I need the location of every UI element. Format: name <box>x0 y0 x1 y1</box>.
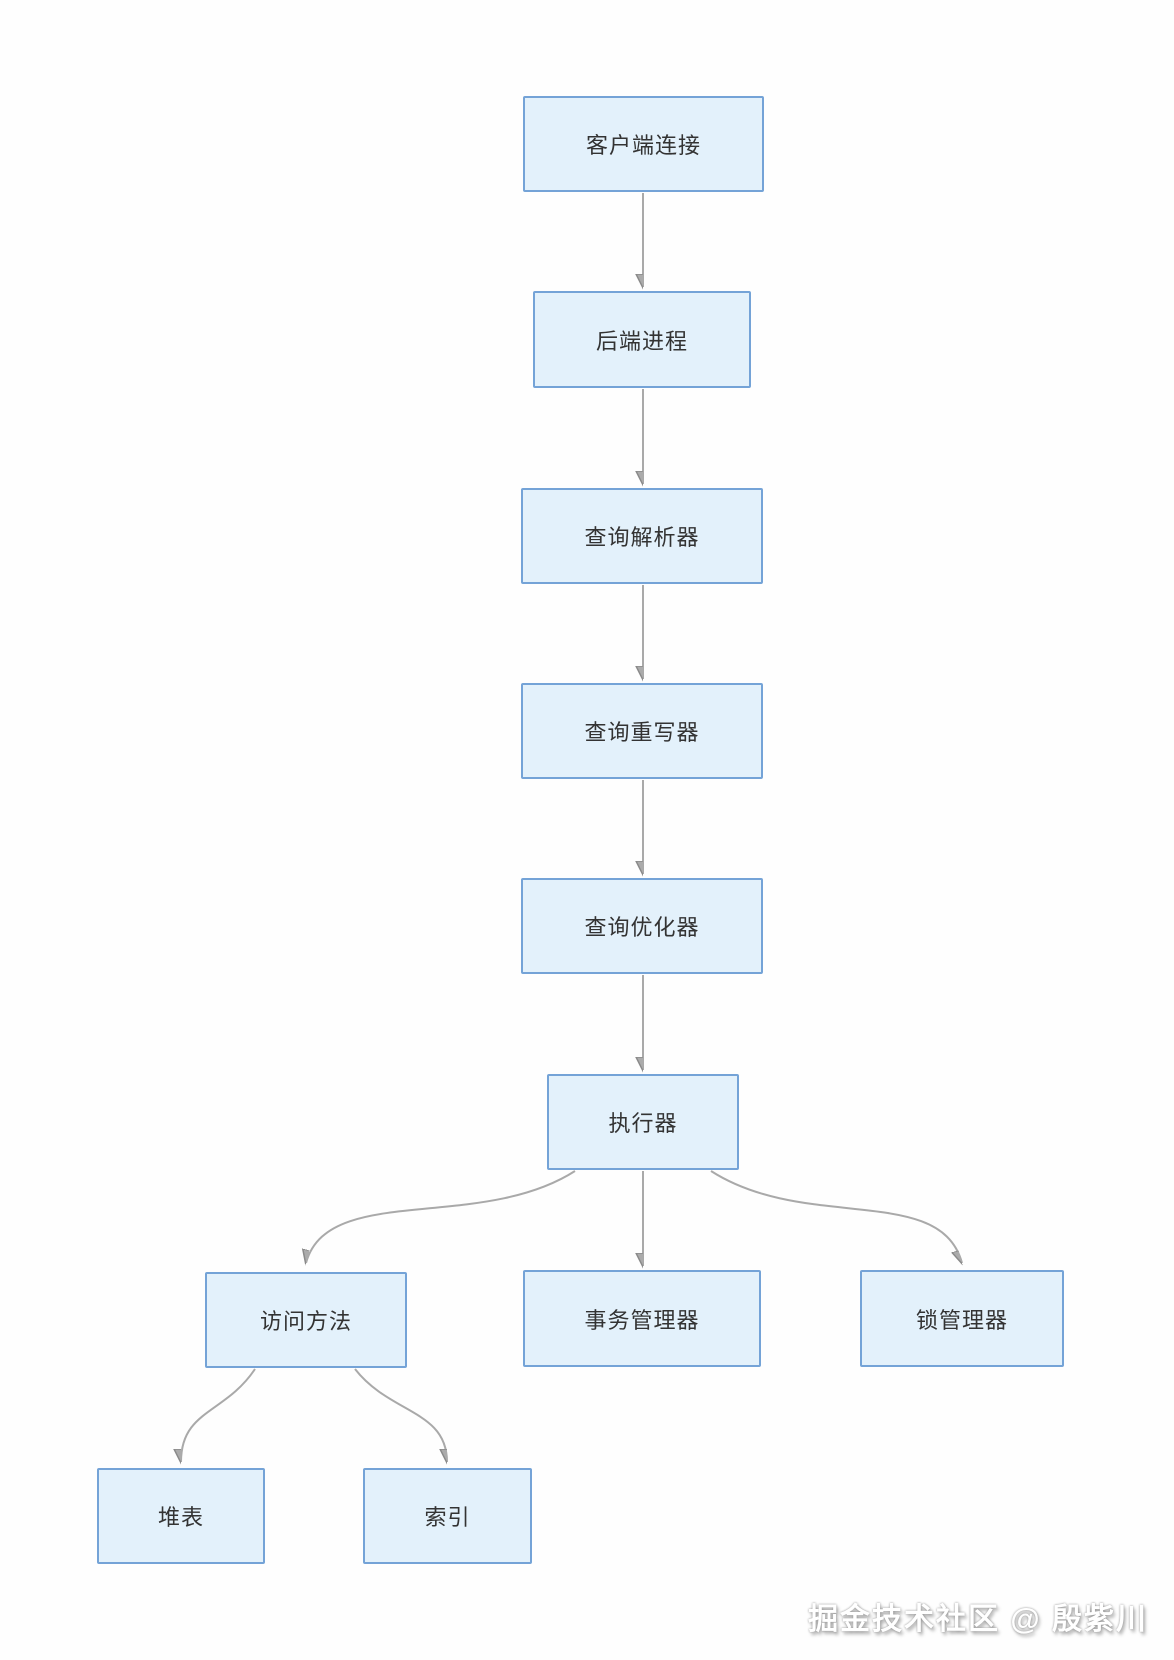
edge-executor-to-lock <box>710 1170 962 1263</box>
node-backend-process-label: 后端进程 <box>595 328 688 354</box>
node-index: 索引 <box>363 1468 532 1564</box>
node-transaction-manager: 事务管理器 <box>523 1270 761 1367</box>
node-access-methods-label: 访问方法 <box>259 1309 352 1334</box>
node-query-rewriter-label: 查询重写器 <box>584 720 700 745</box>
node-heap-table: 堆表 <box>97 1468 265 1564</box>
node-backend-process: 后端进程 <box>533 291 751 388</box>
node-query-optimizer: 查询优化器 <box>521 878 763 974</box>
node-query-parser: 查询解析器 <box>521 488 763 584</box>
node-query-optimizer-label: 查询优化器 <box>584 915 700 940</box>
node-index-label: 索引 <box>424 1505 471 1530</box>
node-heap-table-label: 堆表 <box>157 1505 204 1530</box>
edge-access-to-heap <box>181 1368 256 1462</box>
node-client-connection: 客户端连接 <box>523 96 764 192</box>
node-lock-manager-label: 锁管理器 <box>915 1307 1008 1333</box>
node-executor: 执行器 <box>547 1074 739 1170</box>
watermark: 掘金技术社区 @ 殷紫川 <box>808 1603 1148 1636</box>
node-client-connection-label: 客户端连接 <box>585 133 701 158</box>
edge-access-to-index <box>354 1368 448 1462</box>
node-executor-label: 执行器 <box>608 1111 678 1136</box>
node-access-methods: 访问方法 <box>205 1272 407 1368</box>
node-transaction-manager-label: 事务管理器 <box>584 1307 700 1333</box>
edge-executor-to-access <box>306 1170 576 1263</box>
node-lock-manager: 锁管理器 <box>860 1270 1064 1367</box>
node-query-parser-label: 查询解析器 <box>584 525 700 550</box>
node-query-rewriter: 查询重写器 <box>521 683 763 779</box>
